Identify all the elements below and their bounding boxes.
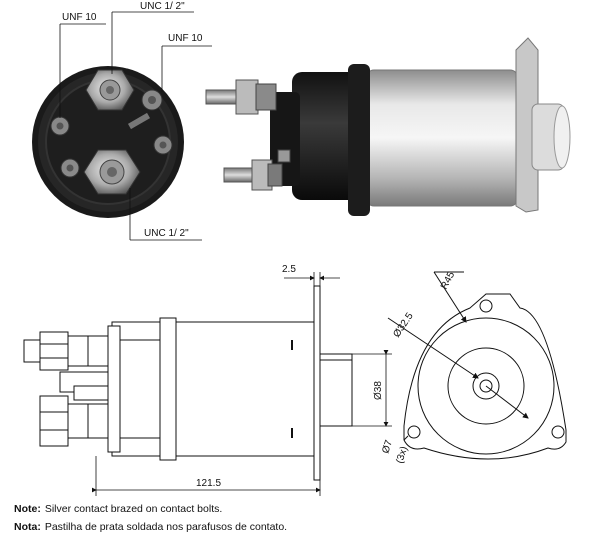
dim-bolt-circle: Ø32.5	[391, 311, 416, 340]
label-unf10-left: UNF 10	[62, 12, 97, 23]
photo-end-view	[32, 66, 184, 218]
dim-radius: R45	[439, 270, 458, 292]
top-terminal-nut	[85, 69, 135, 111]
note-portuguese: Nota:Pastilha de prata soldada nos paraf…	[14, 521, 287, 533]
photo-side-view	[205, 37, 571, 216]
note-label: Note:	[14, 503, 41, 515]
dim-plunger-diameter: Ø38	[373, 381, 384, 400]
note-text: Pastilha de prata soldada nos parafusos …	[44, 521, 288, 533]
drawing-end-view	[387, 271, 567, 460]
label-unc-top: UNC 1/ 2"	[140, 1, 185, 12]
small-screw-left-lower	[60, 158, 80, 178]
small-screw-left	[50, 116, 70, 136]
bottom-terminal-nut	[83, 149, 141, 195]
label-unc-bottom: UNC 1/ 2"	[144, 228, 189, 239]
photo-leaders	[59, 11, 212, 241]
small-screw-right	[141, 89, 163, 111]
note-text: Silver contact brazed on contact bolts.	[44, 503, 223, 515]
small-screw-right-lower	[153, 135, 173, 155]
drawing-side-view	[23, 285, 353, 481]
label-unf10-right: UNF 10	[168, 33, 203, 44]
dim-hole-diameter: Ø7	[380, 438, 395, 455]
dim-flange-thickness: 2.5	[282, 264, 296, 275]
dim-length: 121.5	[196, 478, 221, 489]
note-label: Nota:	[14, 521, 41, 533]
dim-hole-count: (3x)	[394, 445, 410, 465]
dimension-lines	[92, 272, 392, 496]
note-english: Note:Silver contact brazed on contact bo…	[14, 503, 222, 515]
